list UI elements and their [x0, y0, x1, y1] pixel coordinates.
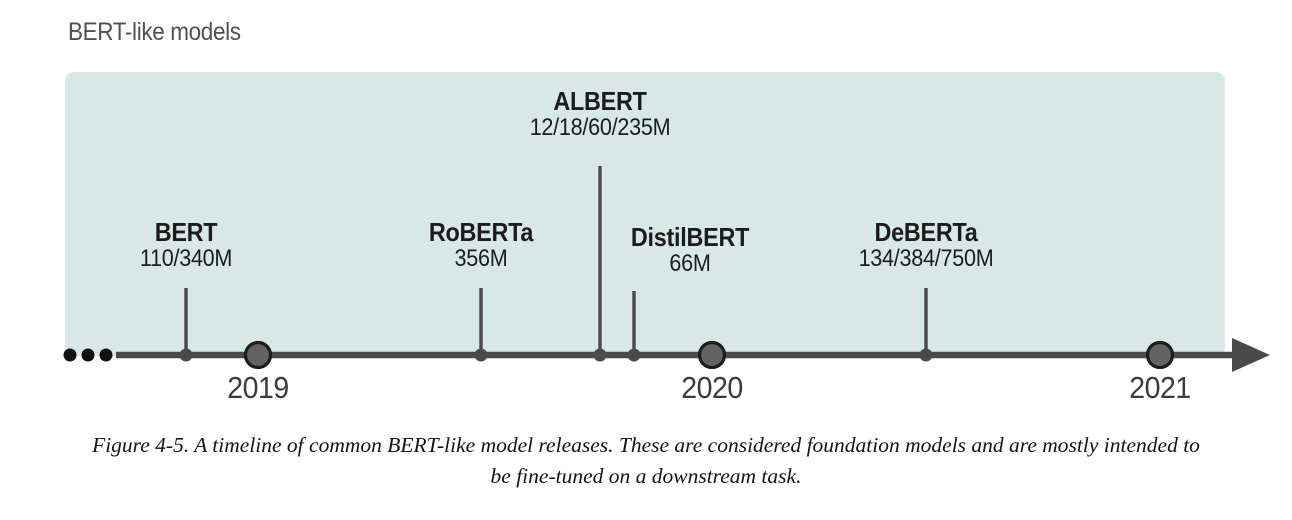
event-name-distilbert: DistilBERT: [630, 222, 750, 252]
year-marker-2021: [1145, 340, 1175, 370]
timeline-ellipsis-icon: [63, 348, 113, 362]
event-params-albert: 12/18/60/235M: [529, 113, 671, 141]
event-stem-bert: [179, 288, 193, 362]
event-params-distilbert: 66M: [669, 249, 711, 277]
figure-caption: Figure 4-5. A timeline of common BERT-li…: [92, 433, 1200, 489]
event-stem-distilbert: [627, 291, 641, 362]
event-stem-roberta: [474, 288, 488, 362]
event-stem-deberta: [919, 288, 933, 362]
year-label-2021: 2021: [1129, 370, 1191, 405]
event-name-roberta: RoBERTa: [428, 217, 534, 247]
event-label-albert: ALBERT 12/18/60/235M: [530, 88, 671, 141]
event-params-bert: 110/340M: [139, 244, 233, 272]
event-params-deberta: 134/384/750M: [858, 244, 994, 272]
year-label-2020: 2020: [681, 370, 743, 405]
event-label-roberta: RoBERTa 356M: [428, 217, 534, 272]
event-label-distilbert: DistilBERT 66M: [631, 224, 749, 277]
year-label-2019: 2019: [227, 370, 289, 405]
timeline-arrow-icon: [1232, 338, 1270, 372]
year-marker-2019: [243, 340, 273, 370]
year-marker-2020: [697, 340, 727, 370]
chart-title: BERT-like models: [68, 18, 241, 46]
event-name-deberta: DeBERTa: [874, 217, 978, 247]
event-params-roberta: 356M: [454, 244, 508, 272]
event-name-albert: ALBERT: [553, 86, 647, 116]
timeline-graphic: [63, 166, 1270, 372]
event-label-deberta: DeBERTa 134/384/750M: [859, 219, 994, 272]
event-stem-albert: [593, 166, 607, 362]
plot-panel-background: [65, 72, 1225, 356]
event-label-bert: BERT 110/340M: [139, 217, 233, 272]
event-name-bert: BERT: [154, 217, 218, 247]
